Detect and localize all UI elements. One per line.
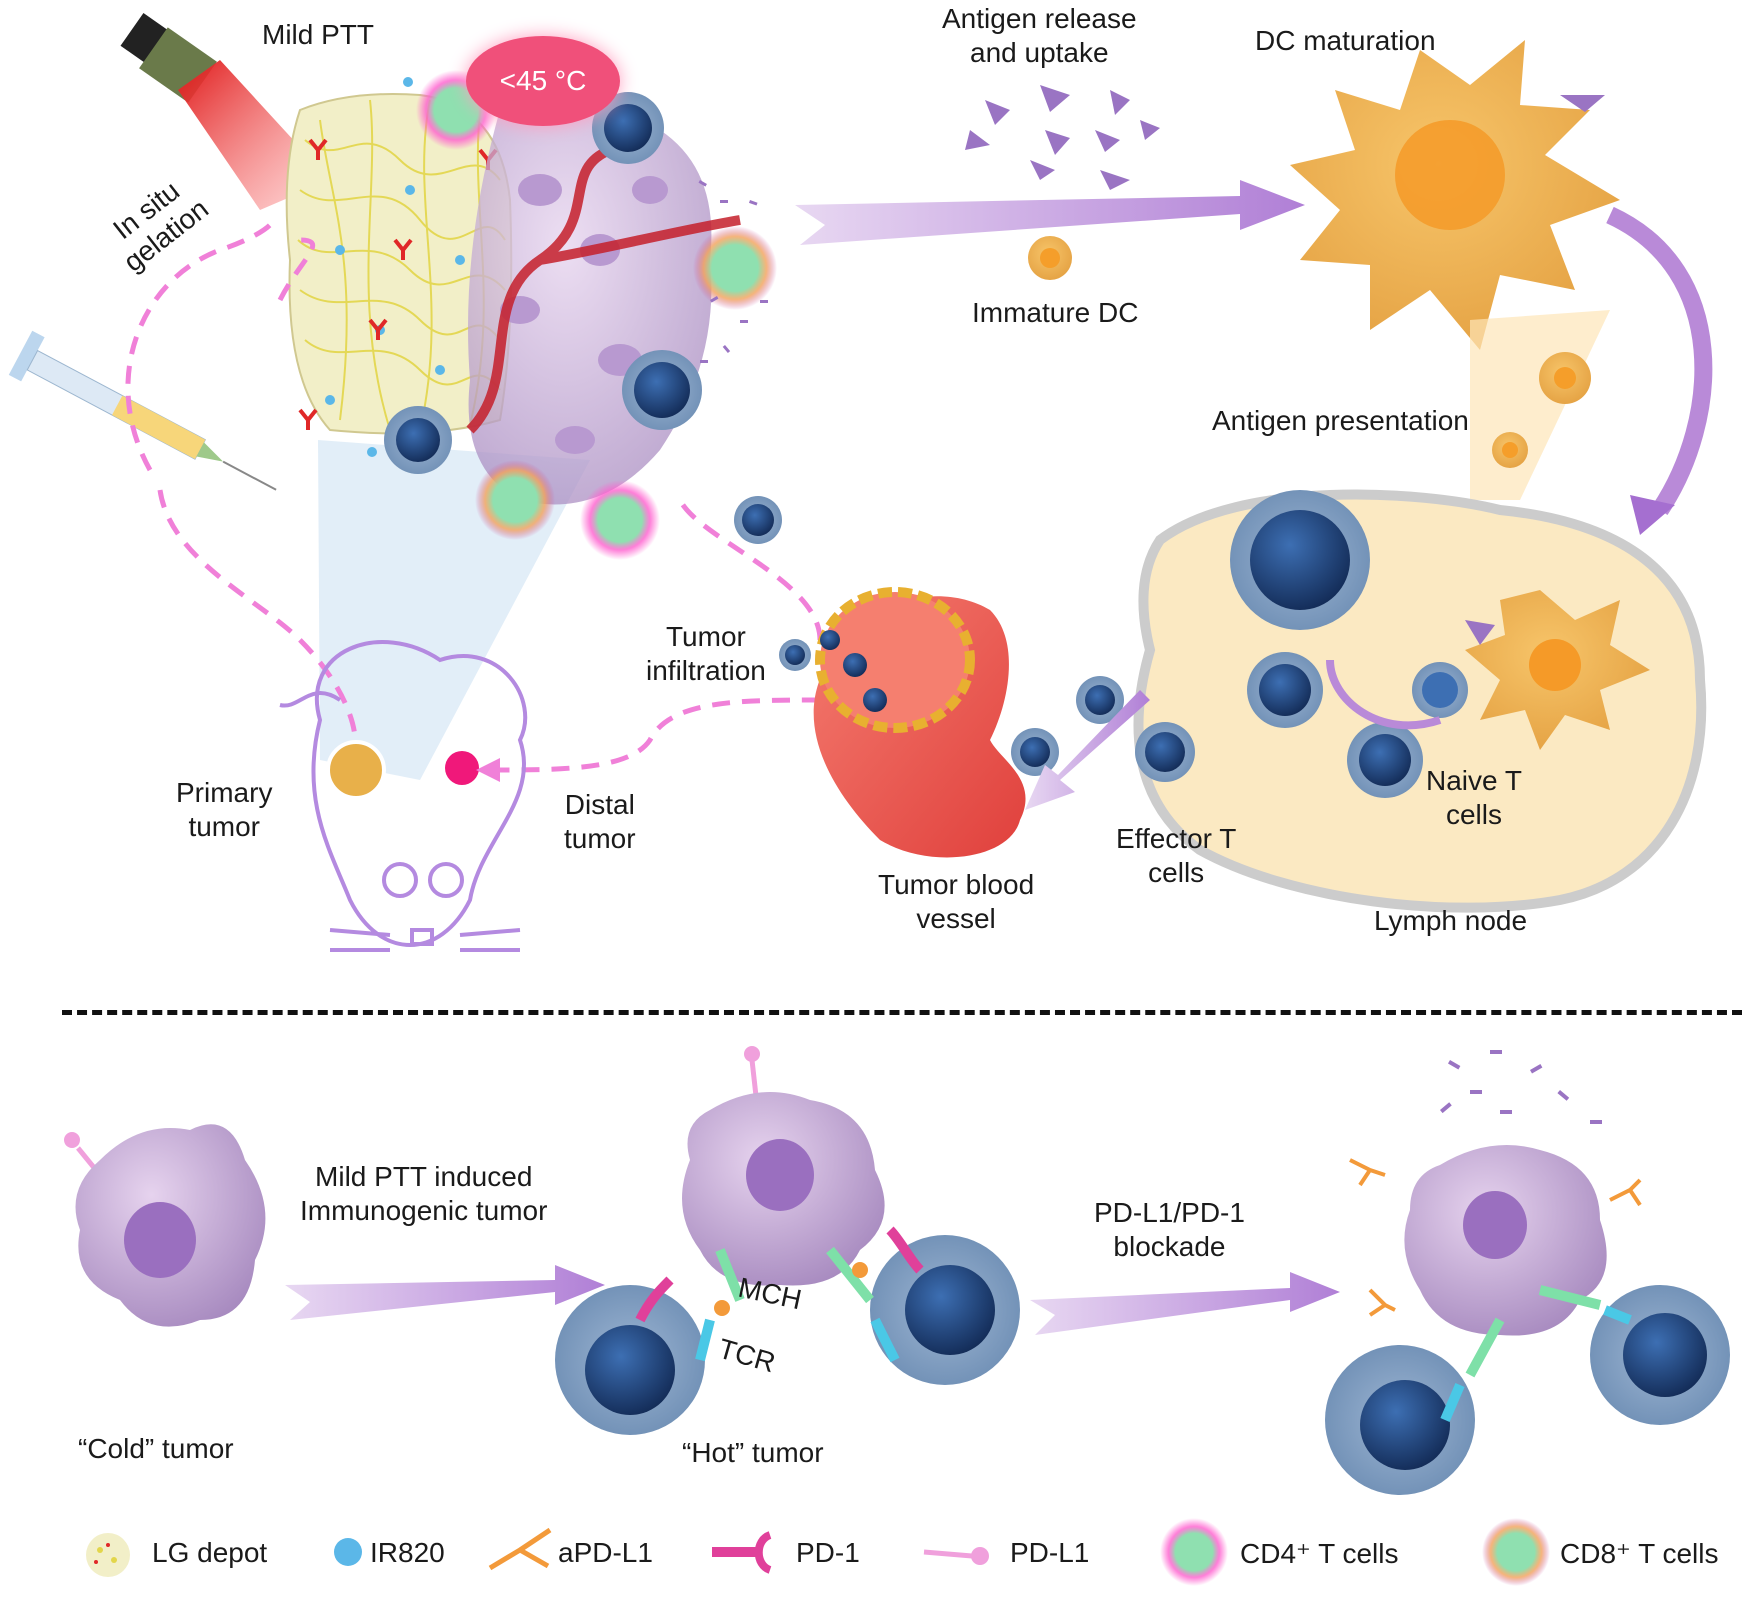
lymph-node-tcells	[1230, 490, 1468, 798]
antigen-debris-tumor	[698, 179, 768, 363]
legend-label: aPD-L1	[558, 1537, 653, 1568]
lymph-node-dc	[1465, 590, 1650, 750]
hot-tumor-cell	[682, 1046, 885, 1286]
label-effector-t-cells: Effector T cells	[1116, 822, 1236, 890]
lg-depot-icon	[86, 1533, 130, 1577]
label-mild-ptt-induced: Mild PTT induced Immunogenic tumor	[300, 1160, 547, 1228]
tumor-blood-vessel	[813, 587, 1026, 858]
label-pdl1-blockade-line1: PD-L1/PD-1	[1094, 1197, 1245, 1228]
mhc-tcr-junction-2	[852, 1262, 868, 1278]
legend-label: LG depot	[152, 1537, 268, 1568]
label-cold-tumor: “Cold” tumor	[78, 1433, 234, 1464]
cd4-tcell-icon	[1160, 1518, 1228, 1586]
legend-item-apdl1: aPD-L1	[548, 1518, 653, 1588]
temperature-badge: <45 °C	[466, 36, 620, 126]
label-mild-ptt-induced-line1: Mild PTT induced	[315, 1161, 533, 1192]
hot-tumor-receptors	[635, 1226, 924, 1363]
label-naive-t-cells: Naive T cells	[1426, 764, 1522, 832]
label-lymph-node: Lymph node	[1374, 905, 1528, 936]
arrow-hot-to-blockade	[1030, 1272, 1340, 1335]
pd1-receptor-icon	[712, 1531, 772, 1574]
primary-tumor-site	[326, 740, 386, 800]
mouse-icon	[279, 640, 528, 952]
label-distal-tumor: Distal tumor	[564, 788, 636, 856]
activation-arrow	[1326, 659, 1442, 730]
apdl1-antibody-icon	[488, 1527, 552, 1571]
label-effector-t-line1: Effector T	[1116, 823, 1237, 854]
arrow-to-dc	[795, 180, 1305, 245]
legend-label: IR820	[370, 1537, 445, 1568]
blockade-debris	[1439, 1050, 1602, 1124]
legend-item-pdl1: PD-L1	[1000, 1518, 1089, 1588]
label-primary-tumor: Primary tumor	[176, 776, 272, 844]
label-antigen-release: Antigen release and uptake	[942, 2, 1137, 70]
temperature-text: <45 °C	[499, 65, 587, 96]
ir820-icon	[334, 1538, 362, 1566]
label-pdl1-blockade: PD-L1/PD-1 blockade	[1094, 1196, 1245, 1264]
label-hot-tumor: “Hot” tumor	[682, 1437, 824, 1468]
arrow-cold-to-hot	[285, 1265, 605, 1320]
cd8-cells-tumor	[475, 226, 777, 540]
label-antigen-presentation: Antigen presentation	[1212, 405, 1469, 436]
blockade-receptors	[1440, 1285, 1632, 1422]
label-mild-ptt-induced-line2: Immunogenic tumor	[300, 1195, 548, 1226]
legend-label: PD-1	[796, 1537, 860, 1568]
label-naive-t-line1: Naive T	[1426, 765, 1522, 796]
infiltrating-tcells	[779, 639, 811, 671]
legend-item-ir820: IR820	[360, 1518, 445, 1588]
legend-item-lg-depot: LG depot	[142, 1518, 267, 1588]
legend-label: CD4⁺ T cells	[1240, 1537, 1399, 1569]
label-primary-tumor-line1: Primary	[176, 777, 273, 808]
tcell-cluster-top	[384, 92, 782, 544]
presentation-beam	[1470, 310, 1610, 500]
effector-tcells	[1011, 676, 1195, 782]
apdl1-antibodies-bound	[1349, 1158, 1642, 1317]
tumor-capillary	[466, 145, 741, 434]
label-mild-ptt: Mild PTT	[262, 19, 374, 50]
label-tumor-blood-vessel: Tumor blood vessel	[878, 868, 1034, 936]
section-divider	[62, 1010, 1742, 1015]
label-dc-maturation: DC maturation	[1255, 25, 1436, 56]
antigen-fragments	[965, 85, 1160, 190]
mature-dc	[1290, 40, 1620, 350]
mhc-tcr-junction	[714, 1300, 730, 1316]
label-tumor-infiltration-line2: infiltration	[646, 655, 766, 686]
distal-tumor-site	[445, 751, 479, 785]
migrating-dc	[1492, 352, 1591, 468]
distal-arrowhead	[476, 758, 500, 782]
dashed-paths	[125, 223, 823, 773]
label-antigen-release-line1: Antigen release	[942, 3, 1137, 34]
arrow-node-to-vessel	[1025, 690, 1150, 810]
label-tumor-vessel-line2: vessel	[916, 903, 996, 934]
pdl1-ligand-icon	[923, 1547, 989, 1565]
lg-depot-hydrogel	[285, 77, 513, 457]
cd8-tcell-icon	[1482, 1518, 1550, 1586]
label-primary-tumor-line2: tumor	[188, 811, 261, 842]
legend-label: PD-L1	[1010, 1537, 1090, 1568]
label-tumor-infiltration: Tumor infiltration	[646, 620, 766, 688]
legend-item-cd8: CD8⁺ T cells	[1550, 1518, 1718, 1588]
syringe-icon	[8, 330, 277, 491]
hot-tumor-tcells	[555, 1235, 1020, 1435]
arrow-dc-to-node	[1606, 206, 1713, 515]
label-effector-t-line2: cells	[1148, 857, 1205, 888]
label-distal-tumor-line2: tumor	[564, 823, 636, 854]
legend-item-cd4: CD4⁺ T cells	[1230, 1518, 1398, 1588]
legend-label: CD8⁺ T cells	[1560, 1537, 1719, 1569]
label-immature-dc: Immature DC	[972, 297, 1139, 328]
label-antigen-release-line2: and uptake	[970, 37, 1109, 68]
arrow-dc-to-node-head	[1630, 495, 1675, 535]
label-pdl1-blockade-line2: blockade	[1113, 1231, 1226, 1262]
label-tumor-infiltration-line1: Tumor	[665, 621, 746, 652]
blockade-tumor-cell	[1404, 1145, 1607, 1336]
legend-item-pd1: PD-1	[786, 1518, 860, 1588]
label-tumor-vessel-line1: Tumor blood	[878, 869, 1035, 900]
label-naive-t-line2: cells	[1445, 799, 1502, 830]
cold-tumor-cell	[64, 1124, 266, 1327]
label-distal-tumor-line1: Distal	[564, 789, 635, 820]
immature-dc-icon	[1028, 236, 1072, 280]
legend: LG depot IR820 aPD-L1 PD-1 PD-L1 CD4⁺ T …	[80, 1518, 1740, 1588]
